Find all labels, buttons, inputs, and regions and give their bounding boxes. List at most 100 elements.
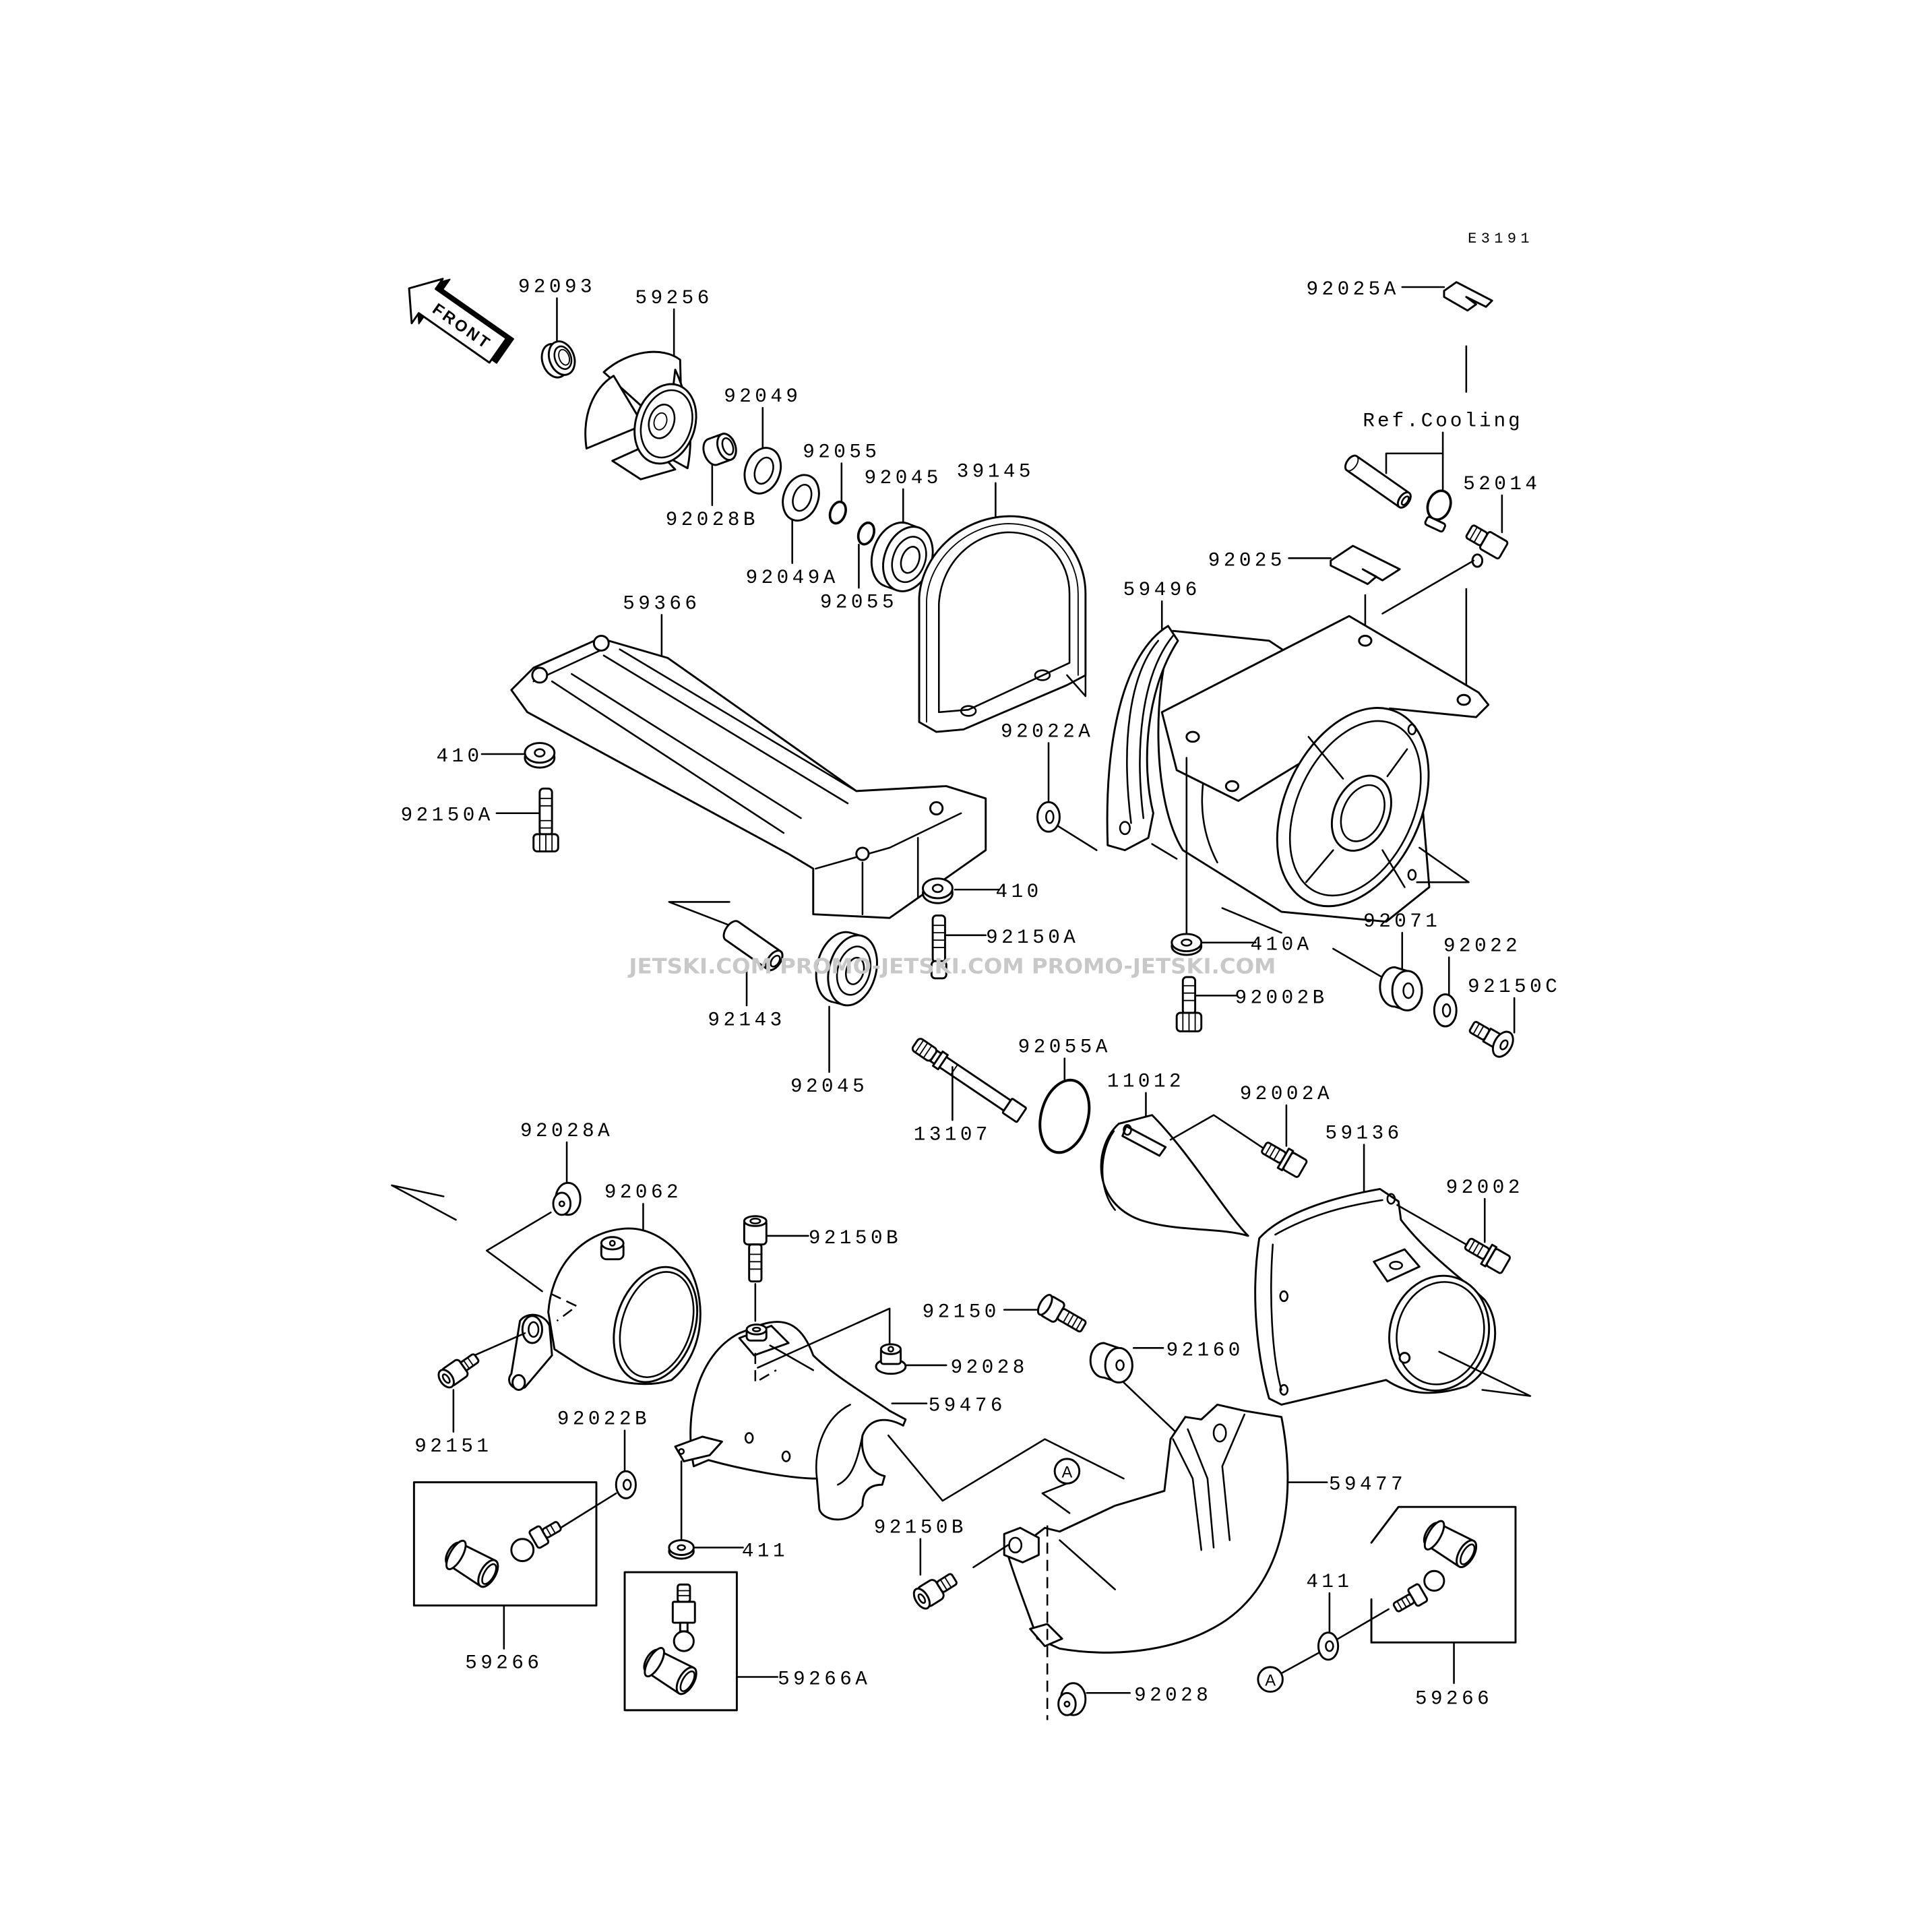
socket-bolt (743, 1215, 768, 1283)
part-label: 92055 (803, 441, 880, 463)
leader-line (1438, 1350, 1532, 1397)
flange-bolt (1261, 1142, 1308, 1178)
thread-line (1075, 1318, 1083, 1331)
kit-box (412, 1481, 598, 1607)
cap-boss-top (600, 1236, 625, 1251)
cooling-hose (1344, 454, 1412, 509)
socket-mouth-inner (679, 1670, 695, 1692)
washer-hole (1045, 809, 1055, 824)
deflector-arm (1221, 1413, 1246, 1541)
part-label: 92150B (809, 1227, 902, 1249)
leader-line (1221, 907, 1282, 934)
impeller-seal (540, 340, 576, 379)
pump-stay (510, 635, 987, 919)
bolt-thread (936, 1573, 958, 1593)
part-label: 92002 (1446, 1177, 1524, 1199)
o-ring (828, 500, 847, 525)
cone-hole (1123, 1124, 1132, 1136)
washer-hole (931, 883, 944, 894)
leader-line (391, 1184, 457, 1221)
flange-ring (1126, 640, 1160, 824)
washer (1171, 933, 1203, 956)
hidden-line (550, 1292, 579, 1322)
washer-face (524, 742, 556, 764)
rubber-bushing (1379, 966, 1423, 1011)
bolt-socket (917, 1593, 927, 1604)
part-label: 92151 (414, 1435, 492, 1458)
ball-stud-thread (541, 1521, 562, 1538)
flange-ring (1139, 635, 1174, 819)
thread-line (1062, 1311, 1070, 1323)
thread-line (1473, 528, 1483, 543)
fork-shim (1443, 281, 1493, 312)
steering-nozzle (674, 1321, 907, 1521)
o-ring (1038, 1078, 1091, 1154)
leader-line (1151, 843, 1178, 860)
ball-joint-socket (445, 1539, 499, 1588)
part-label: 11012 (1107, 1071, 1185, 1093)
part-label: 411 (1306, 1571, 1352, 1593)
washer (615, 1470, 637, 1499)
mount-hole (1358, 635, 1373, 647)
stay-rail (619, 648, 858, 792)
socket-bolt (437, 1353, 480, 1389)
collar-bore (1115, 1359, 1125, 1371)
leader-line (473, 1332, 526, 1357)
washer (1317, 1631, 1340, 1661)
part-label: 92022 (1443, 935, 1521, 958)
washer-face (922, 877, 954, 900)
mount-hole (1185, 730, 1200, 743)
socket-flange (445, 1539, 467, 1571)
cap-arm-end (511, 1374, 526, 1391)
stay-rail (551, 680, 785, 834)
nozzle-flange-edge (1274, 1199, 1383, 1236)
impeller-blade (584, 375, 644, 450)
stay-rail (571, 673, 802, 819)
washer (922, 877, 954, 904)
bearing-inner-race (900, 546, 921, 574)
seal-lip (553, 345, 573, 370)
nozzle-bolt-hole (1279, 1290, 1289, 1303)
leader-line (559, 1492, 617, 1529)
leader-line (1280, 1651, 1321, 1675)
deflector-arm (1187, 1428, 1215, 1549)
steering-nozzle-edge (837, 1434, 864, 1486)
socket-mouth (1456, 1539, 1478, 1568)
gasket-tab (1066, 674, 1087, 697)
gasket-bolt-hole (1034, 669, 1051, 681)
bolt-thread (748, 1243, 763, 1283)
gasket-outer (918, 515, 1087, 733)
leader-line (1381, 559, 1475, 615)
stator-vane (1381, 849, 1406, 888)
washer (668, 1539, 695, 1560)
stay-bolt-hole (929, 801, 944, 816)
part-label: 59266A (778, 1668, 871, 1690)
stator-vane (1307, 736, 1344, 780)
part-label: 92055 (820, 591, 898, 613)
part-label: 59476 (929, 1395, 1006, 1417)
pump-case (1106, 615, 1490, 923)
part-label: 92150 (923, 1301, 1000, 1323)
thread-line (1469, 526, 1478, 541)
bearing-inner-race (844, 956, 865, 985)
stator-hub (1330, 774, 1392, 852)
part-label: 92002A (1240, 1083, 1333, 1105)
deflector-body (1007, 1403, 1289, 1654)
thread-line (545, 1526, 552, 1537)
leader-line (1056, 824, 1098, 851)
ball-stud-thread (677, 1583, 691, 1603)
ball-stud-ball (673, 1630, 695, 1652)
kit-box (623, 1571, 738, 1712)
elbow-fitting (1465, 524, 1509, 560)
leader-line (1337, 1608, 1390, 1640)
shim-plate (1330, 544, 1401, 586)
thread-line (1273, 1148, 1281, 1161)
bushing-bore (721, 437, 735, 456)
thread-line (1264, 1144, 1272, 1156)
part-label: 13107 (914, 1123, 991, 1146)
part-label: 52014 (1463, 473, 1540, 495)
part-label: 411 (742, 1540, 788, 1562)
steering-cap (508, 1227, 702, 1391)
callout-marker-a: A (1257, 1666, 1284, 1693)
collar (1089, 1342, 1133, 1383)
